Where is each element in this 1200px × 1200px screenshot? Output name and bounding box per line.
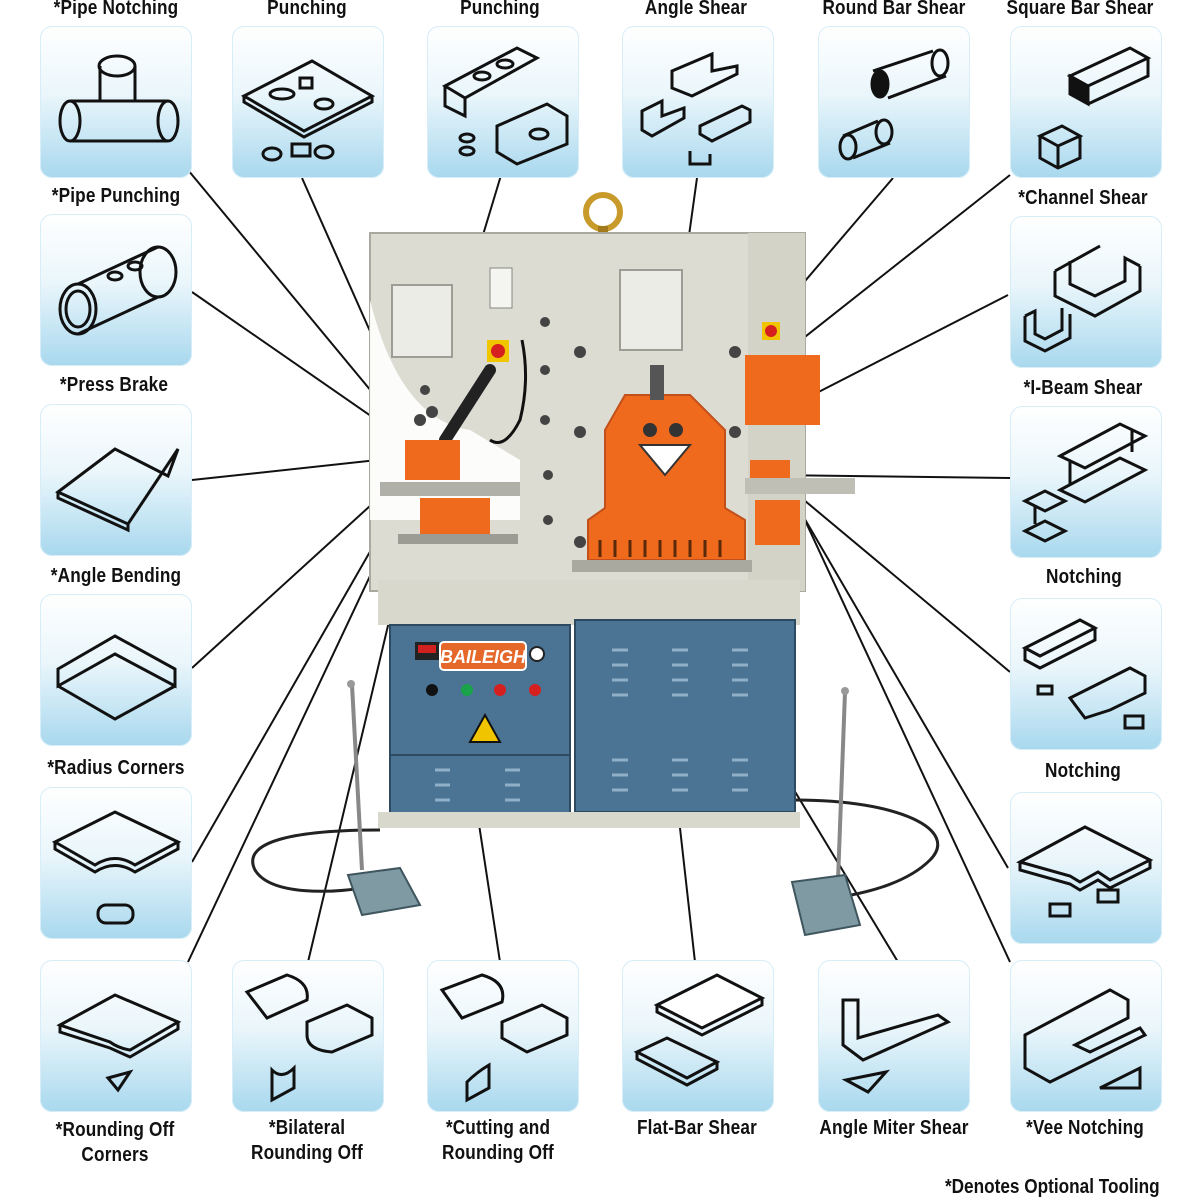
tile-pipe-notching — [40, 26, 192, 178]
notched-plate-icon — [1016, 825, 1154, 918]
label-notching-2: Notching — [1045, 760, 1121, 782]
label-channel-shear: *Channel Shear — [1018, 187, 1148, 209]
label-angle-miter-shear: Angle Miter Shear — [819, 1117, 969, 1139]
bent-plate-icon — [55, 447, 180, 533]
angle-iron-icon — [640, 51, 752, 166]
tile-angle-bending — [40, 594, 192, 746]
bent-angle-icon — [56, 634, 177, 721]
tile-punching-2 — [427, 26, 579, 178]
tile-radius-corners — [40, 787, 192, 939]
label-bilateral-rounding-off-line1: *Bilateral — [268, 1117, 346, 1139]
punched-plate-icon — [240, 59, 376, 162]
tile-press-brake — [40, 404, 192, 556]
tile-channel-shear — [1010, 216, 1162, 368]
vee-notched-angle-icon — [1023, 988, 1148, 1090]
round-bar-icon — [838, 48, 950, 161]
cut-rounded-plate-icon — [439, 973, 569, 1103]
label-pipe-punching: *Pipe Punching — [51, 185, 181, 207]
label-cutting-and-rounding-off-line2: Rounding Off — [442, 1142, 554, 1164]
flat-bar-icon — [633, 973, 766, 1087]
label-angle-bending: *Angle Bending — [50, 565, 182, 587]
tile-square-bar-shear — [1010, 26, 1162, 178]
square-bar-icon — [1036, 46, 1152, 170]
tile-vee-notching — [1010, 960, 1162, 1112]
label-i-beam-shear: *I-Beam Shear — [1023, 377, 1143, 399]
tile-flat-bar-shear — [622, 960, 774, 1112]
label-cutting-and-rounding-off: *Cutting and Rounding Off — [421, 1116, 576, 1166]
rounded-corner-plate-icon — [56, 993, 182, 1093]
label-flat-bar-shear: Flat-Bar Shear — [637, 1117, 757, 1139]
i-beam-icon — [1021, 422, 1149, 543]
machine-brand: BAILEIGH — [440, 647, 527, 667]
tile-angle-shear — [622, 26, 774, 178]
tile-notching-1 — [1010, 598, 1162, 750]
label-punching-1: Punching — [267, 0, 347, 19]
punched-pipe-icon — [58, 245, 178, 336]
punched-channel-icon — [441, 46, 569, 166]
tile-pipe-punching — [40, 214, 192, 366]
label-rounding-off-corners: *Rounding Off Corners — [38, 1118, 193, 1168]
radius-corner-plate-icon — [51, 810, 182, 925]
tile-cutting-and-rounding-off — [427, 960, 579, 1112]
label-punching-2: Punching — [460, 0, 540, 19]
label-radius-corners: *Radius Corners — [47, 757, 185, 779]
label-round-bar-shear: Round Bar Shear — [822, 0, 966, 19]
label-rounding-off-corners-line1: *Rounding Off — [55, 1119, 175, 1141]
label-vee-notching: *Vee Notching — [1026, 1117, 1144, 1139]
label-cutting-and-rounding-off-line1: *Cutting and — [445, 1117, 551, 1139]
notched-angle-icon — [1021, 618, 1147, 730]
tile-i-beam-shear — [1010, 406, 1162, 558]
label-press-brake: *Press Brake — [59, 374, 169, 396]
label-bilateral-rounding-off-line2: Rounding Off — [251, 1142, 363, 1164]
label-angle-shear: Angle Shear — [644, 0, 748, 19]
label-notching-1: Notching — [1046, 566, 1122, 588]
tile-rounding-off-corners — [40, 960, 192, 1112]
channel-icon — [1023, 244, 1142, 353]
pipe-tee-icon — [58, 54, 180, 143]
tile-round-bar-shear — [818, 26, 970, 178]
tile-angle-miter-shear — [818, 960, 970, 1112]
mitered-angle-icon — [841, 998, 952, 1094]
tile-notching-2 — [1010, 792, 1162, 944]
tile-bilateral-rounding-off — [232, 960, 384, 1112]
bilateral-rounded-plate-icon — [244, 973, 374, 1103]
footnote: *Denotes Optional Tooling — [945, 1176, 1160, 1198]
label-bilateral-rounding-off: *Bilateral Rounding Off — [230, 1116, 385, 1166]
tile-punching-1 — [232, 26, 384, 178]
label-square-bar-shear: Square Bar Shear — [1006, 0, 1154, 19]
label-rounding-off-corners-line2: Corners — [81, 1144, 149, 1166]
label-pipe-notching: *Pipe Notching — [53, 0, 179, 19]
